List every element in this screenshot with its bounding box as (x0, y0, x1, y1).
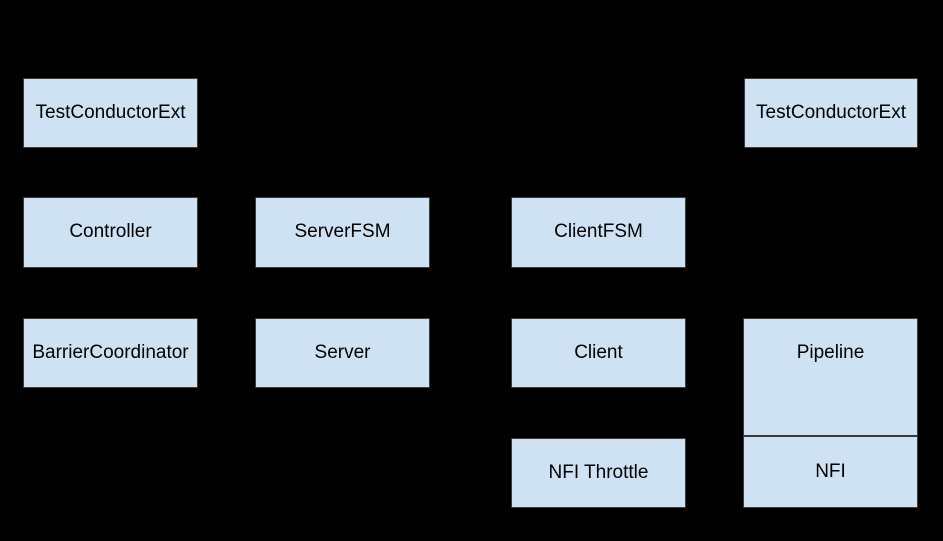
node-nfi-throttle: NFI Throttle (511, 438, 686, 508)
node-label: ServerFSM (294, 221, 391, 243)
node-label: BarrierCoordinator (32, 341, 189, 363)
node-label: ClientFSM (554, 221, 643, 243)
node-label: TestConductorExt (35, 101, 186, 123)
node-label: Controller (69, 221, 152, 243)
node-label: NFI Throttle (548, 461, 649, 483)
node-label: TestConductorExt (756, 101, 906, 123)
node-client: Client (511, 318, 686, 388)
node-clientfsm: ClientFSM (511, 197, 686, 268)
node-label: Client (574, 341, 623, 363)
node-serverfsm: ServerFSM (255, 197, 430, 268)
node-pipeline: Pipeline (743, 318, 918, 436)
node-nfi: NFI (743, 436, 918, 508)
node-controller: Controller (23, 197, 198, 268)
node-testconductorext-left: TestConductorExt (23, 78, 198, 148)
node-label: Pipeline (796, 341, 865, 363)
node-barriercoordinator: BarrierCoordinator (23, 318, 198, 388)
node-label: Server (314, 341, 371, 363)
node-testconductorext-right: TestConductorExt (744, 78, 918, 148)
node-server: Server (255, 318, 430, 388)
node-label: NFI (815, 460, 846, 482)
